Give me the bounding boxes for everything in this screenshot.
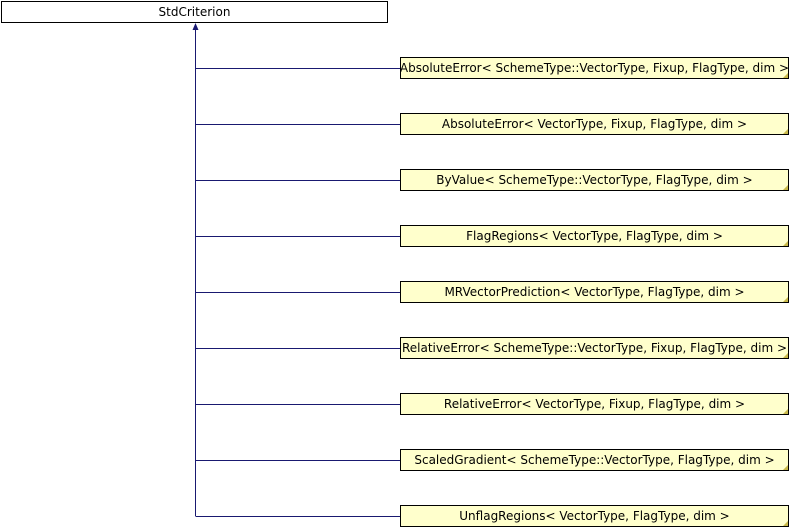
derived-class-node[interactable]: AbsoluteError< SchemeType::VectorType, F…: [400, 57, 789, 79]
derived-class-node[interactable]: RelativeError< VectorType, Fixup, FlagTy…: [400, 393, 789, 415]
derived-class-label: RelativeError< VectorType, Fixup, FlagTy…: [443, 397, 746, 411]
root-class-label: StdCriterion: [158, 5, 231, 19]
derived-class-node[interactable]: ScaledGradient< SchemeType::VectorType, …: [400, 449, 789, 471]
derived-class-node[interactable]: RelativeError< SchemeType::VectorType, F…: [400, 337, 789, 359]
derived-class-label: AbsoluteError< SchemeType::VectorType, F…: [399, 61, 790, 75]
derived-class-label: RelativeError< SchemeType::VectorType, F…: [401, 341, 788, 355]
derived-class-node[interactable]: UnflagRegions< VectorType, FlagType, dim…: [400, 505, 789, 527]
derived-class-node[interactable]: MRVectorPrediction< VectorType, FlagType…: [400, 281, 789, 303]
inheritance-arrowhead: [192, 23, 199, 30]
derived-class-node[interactable]: ByValue< SchemeType::VectorType, FlagTyp…: [400, 169, 789, 191]
derived-class-node[interactable]: AbsoluteError< VectorType, Fixup, FlagTy…: [400, 113, 789, 135]
derived-class-label: ByValue< SchemeType::VectorType, FlagTyp…: [436, 173, 753, 187]
derived-class-label: UnflagRegions< VectorType, FlagType, dim…: [459, 509, 730, 523]
derived-class-node[interactable]: FlagRegions< VectorType, FlagType, dim >: [400, 225, 789, 247]
derived-class-label: AbsoluteError< VectorType, Fixup, FlagTy…: [441, 117, 748, 131]
derived-class-label: MRVectorPrediction< VectorType, FlagType…: [444, 285, 745, 299]
derived-class-label: ScaledGradient< SchemeType::VectorType, …: [414, 453, 775, 467]
derived-class-label: FlagRegions< VectorType, FlagType, dim >: [466, 229, 723, 243]
root-class-node[interactable]: StdCriterion: [1, 1, 388, 23]
